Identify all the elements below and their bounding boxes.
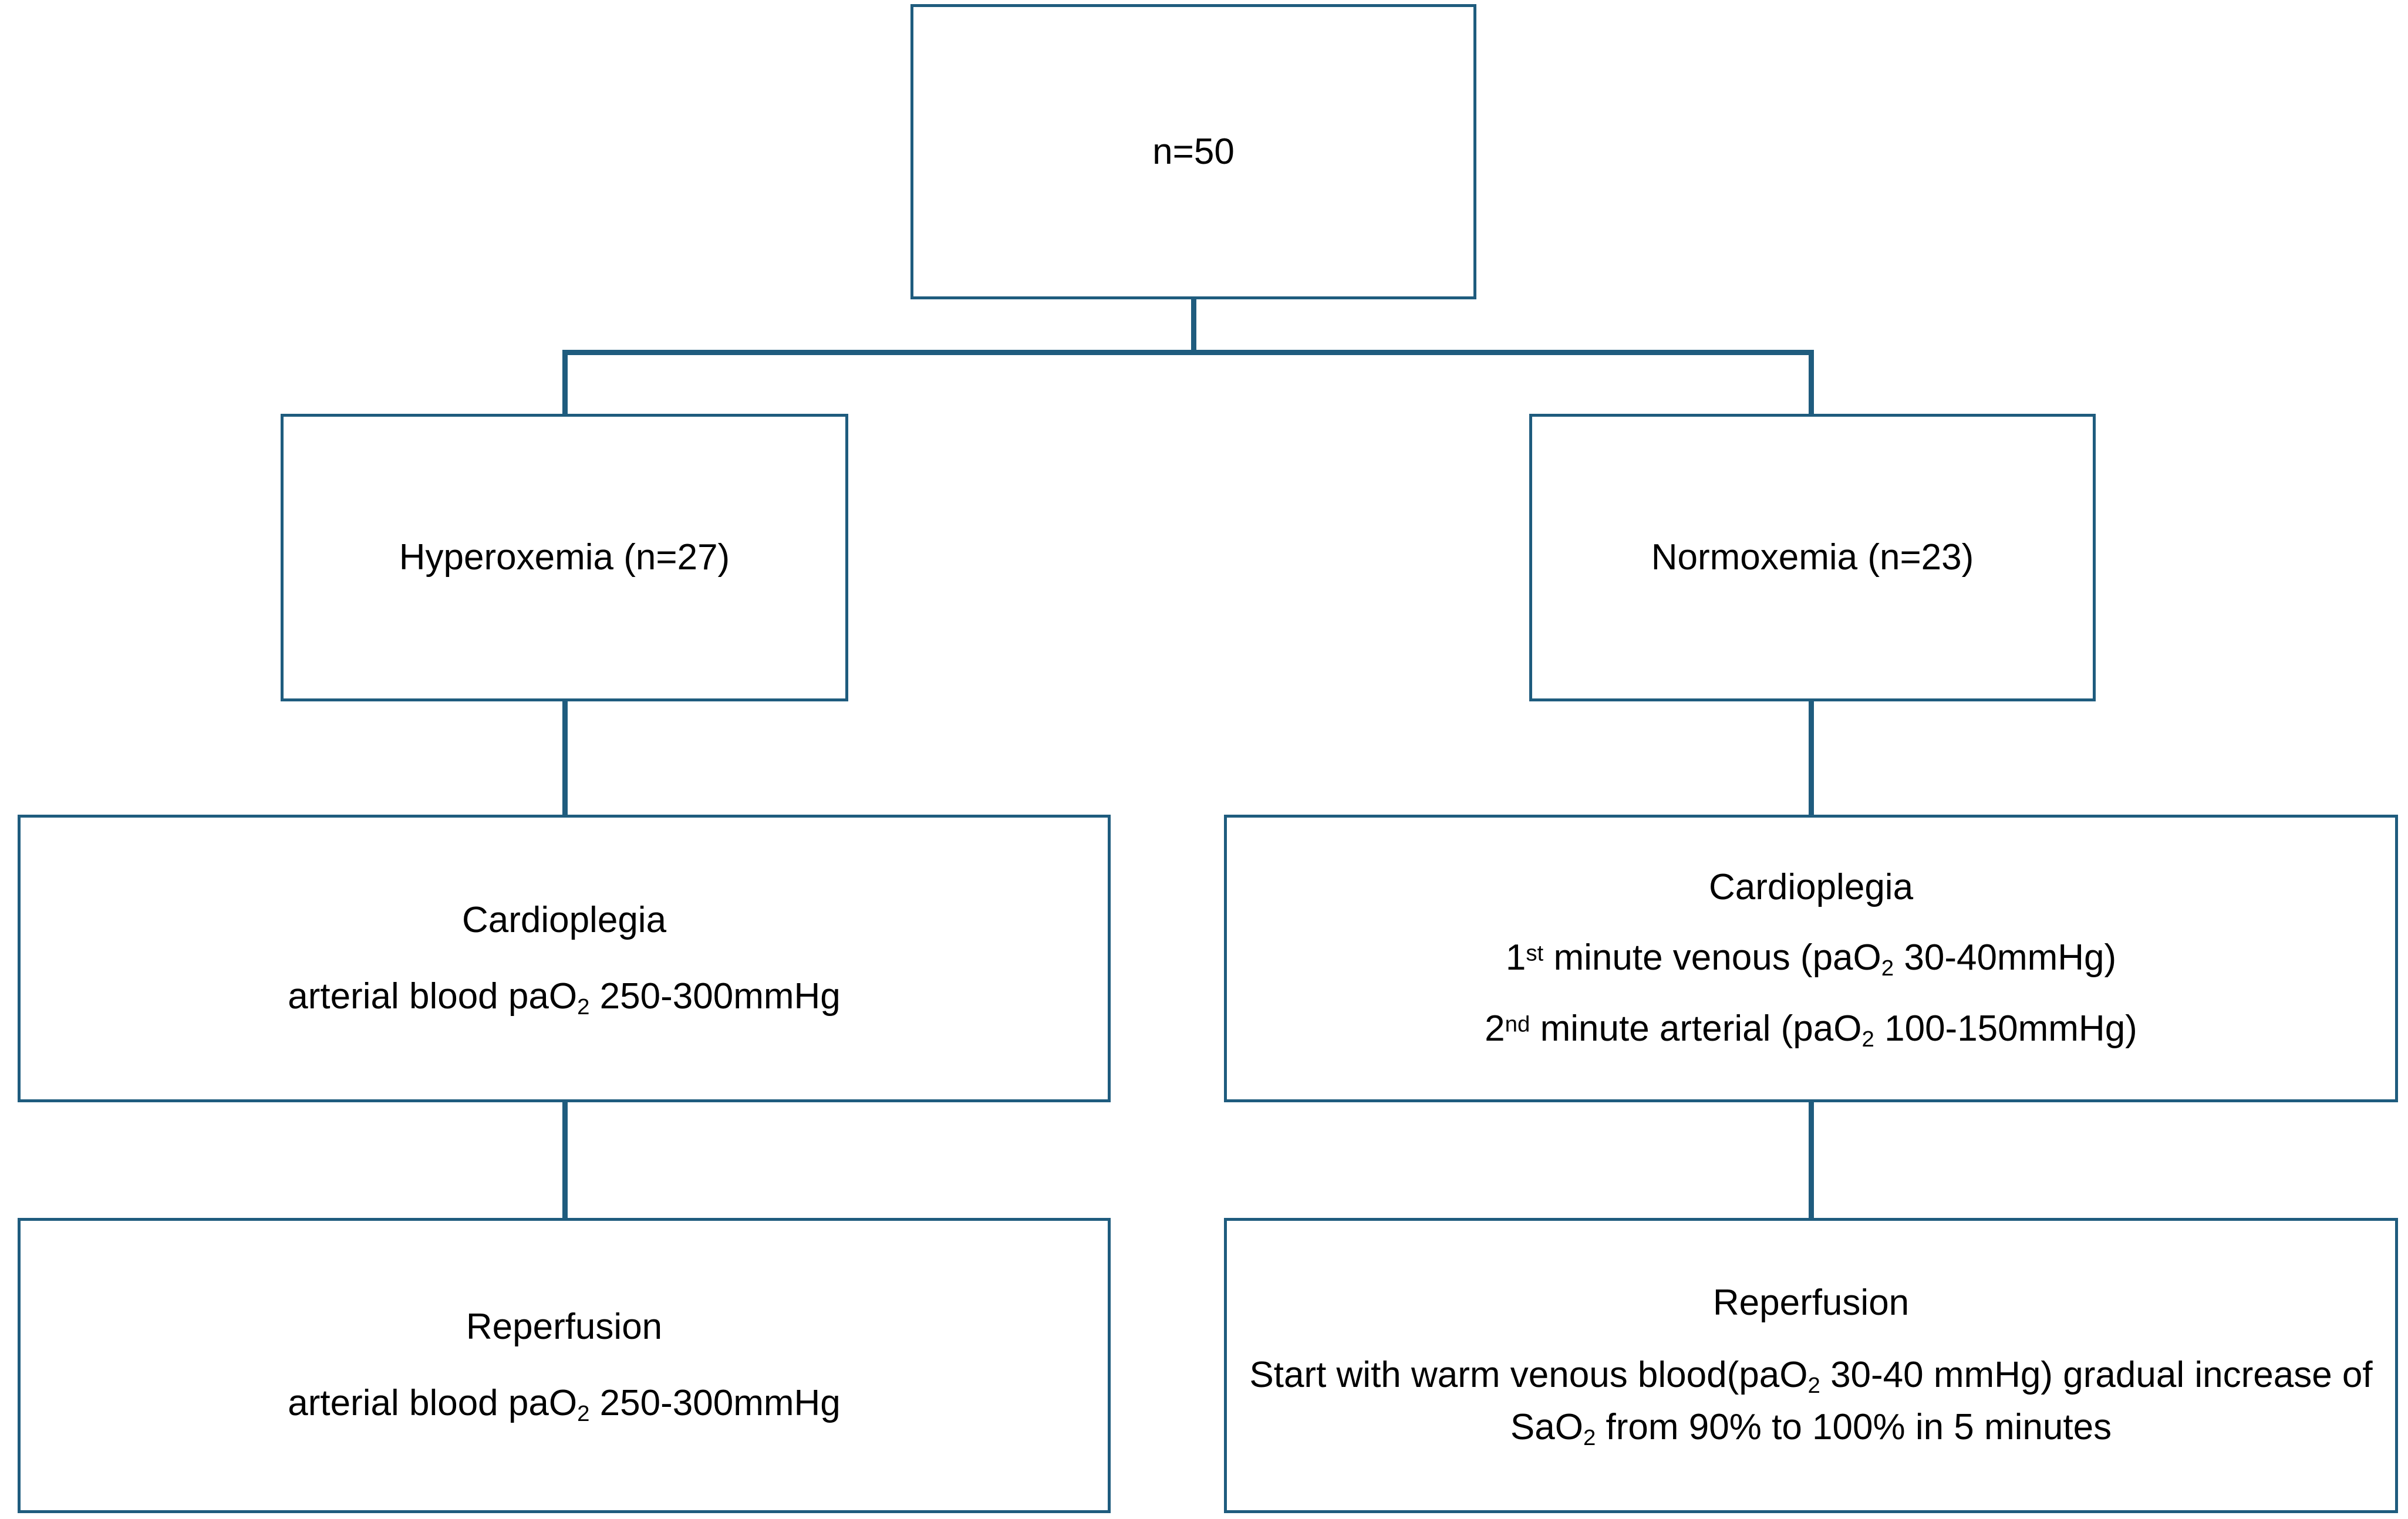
node-cardioplegia-hyperoxemia: Cardioplegia arterial blood paO2 250-300… xyxy=(18,815,1111,1102)
body-text-c: from 90% to 100% in 5 minutes xyxy=(1596,1407,2112,1448)
node-root-cohort: n=50 xyxy=(910,4,1476,299)
oxygen-subscript: 2 xyxy=(1807,1372,1820,1398)
oxygen-saturation-subscript: 2 xyxy=(1583,1425,1596,1451)
detail-prefix: arterial blood paO xyxy=(288,1383,578,1424)
detail-prefix: arterial blood paO xyxy=(288,975,578,1017)
node-reperfusion-left-detail: arterial blood paO2 250-300mmHg xyxy=(288,1377,841,1430)
node-hyperoxemia-group: Hyperoxemia (n=27) xyxy=(281,414,848,701)
detail-suffix: 250-300mmHg xyxy=(589,1383,841,1424)
oxygen-subscript: 2 xyxy=(1881,956,1894,981)
node-reperfusion-left-heading: Reperfusion xyxy=(466,1307,663,1348)
ordinal-suffix: nd xyxy=(1505,1011,1530,1037)
node-cardioplegia-left-heading: Cardioplegia xyxy=(461,899,667,940)
node-reperfusion-right-body: Start with warm venous blood(paO2 30-40 … xyxy=(1227,1349,2395,1454)
edge-split-to-normoxemia xyxy=(1809,350,1814,416)
edge-root-to-split xyxy=(1191,299,1196,355)
body-text-a: Start with warm venous blood(paO xyxy=(1249,1354,1808,1395)
edge-split-horizontal-bar xyxy=(562,350,1814,355)
ordinal-number: 1 xyxy=(1505,937,1526,978)
edge-split-to-hyperoxemia xyxy=(562,350,568,416)
node-normoxemia-label: Normoxemia (n=23) xyxy=(1651,537,1974,578)
node-reperfusion-normoxemia: Reperfusion Start with warm venous blood… xyxy=(1224,1218,2398,1513)
edge-normoxemia-to-cardioplegia xyxy=(1809,701,1814,816)
node-cardioplegia-right-heading: Cardioplegia xyxy=(1708,867,1914,908)
line-text-b: 30-40mmHg) xyxy=(1894,937,2117,978)
oxygen-subscript: 2 xyxy=(577,994,590,1020)
line-text-a: minute arterial (paO xyxy=(1530,1008,1862,1049)
body-text-b: 30-40 mmHg) gradual increase of SaO xyxy=(1510,1354,2373,1448)
ordinal-suffix: st xyxy=(1526,940,1544,966)
node-reperfusion-hyperoxemia: Reperfusion arterial blood paO2 250-300m… xyxy=(18,1218,1111,1513)
edge-cardioplegia-to-reperfusion-right xyxy=(1809,1102,1814,1220)
node-hyperoxemia-label: Hyperoxemia (n=27) xyxy=(399,537,730,578)
oxygen-subscript: 2 xyxy=(577,1401,590,1427)
node-cardioplegia-normoxemia: Cardioplegia 1st minute venous (paO2 30-… xyxy=(1224,815,2398,1102)
ordinal-number: 2 xyxy=(1485,1008,1505,1049)
oxygen-subscript: 2 xyxy=(1861,1026,1874,1052)
node-reperfusion-right-heading: Reperfusion xyxy=(1712,1282,1910,1323)
node-cardioplegia-right-line-1: 1st minute venous (paO2 30-40mmHg) xyxy=(1506,931,2116,985)
edge-cardioplegia-to-reperfusion-left xyxy=(562,1102,568,1220)
line-text-b: 100-150mmHg) xyxy=(1874,1008,2137,1049)
node-cardioplegia-right-line-2: 2nd minute arterial (paO2 100-150mmHg) xyxy=(1485,1002,2137,1056)
detail-suffix: 250-300mmHg xyxy=(589,975,841,1017)
node-root-label: n=50 xyxy=(1152,131,1235,172)
edge-hyperoxemia-to-cardioplegia xyxy=(562,701,568,816)
node-cardioplegia-left-detail: arterial blood paO2 250-300mmHg xyxy=(288,970,841,1024)
node-normoxemia-group: Normoxemia (n=23) xyxy=(1529,414,2096,701)
line-text-a: minute venous (paO xyxy=(1543,937,1881,978)
